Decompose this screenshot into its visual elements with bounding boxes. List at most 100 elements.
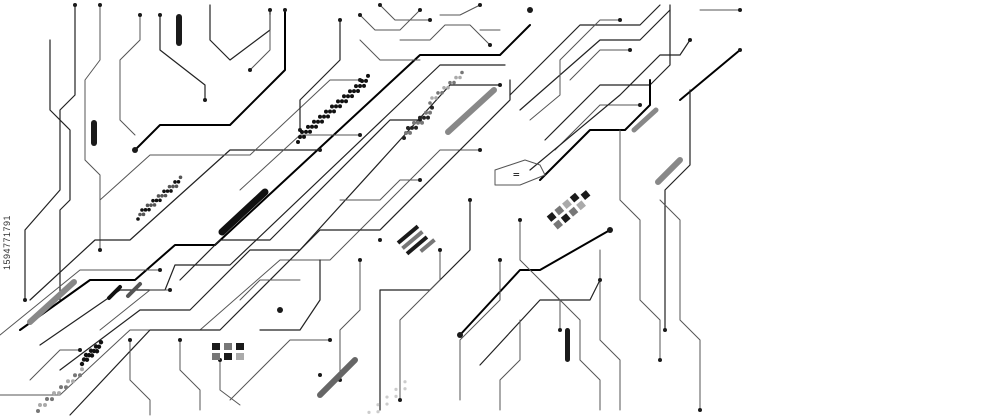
chip-glyph: = (513, 168, 520, 181)
chip-dot (428, 110, 432, 115)
chip-dot (314, 124, 318, 129)
chip-dot (426, 115, 430, 120)
chip-dot (460, 70, 464, 75)
chip-dot (406, 126, 410, 130)
chip-dot (151, 198, 155, 203)
chip-dot (336, 99, 340, 104)
chip-dot (169, 189, 173, 193)
chip-dot (59, 385, 63, 390)
chip-dot (296, 140, 300, 144)
chip-dot (149, 203, 153, 207)
chip-dot (302, 134, 306, 139)
chip-dot (78, 373, 82, 378)
chip-dot (403, 387, 407, 391)
chip-dot (454, 75, 458, 80)
chip-dot (434, 96, 438, 100)
chip-dot (174, 184, 179, 189)
chip-dot (403, 380, 407, 384)
chip-dot (394, 387, 398, 391)
chip-dot (73, 373, 77, 378)
chip-dot (402, 136, 406, 140)
chip-dot (304, 129, 308, 134)
chip-dot (176, 179, 181, 184)
chip-dot (145, 203, 150, 208)
chip-dot (154, 198, 159, 203)
chip-dot (80, 367, 84, 372)
chip-dot (436, 91, 440, 95)
chip-dot (410, 125, 414, 130)
chip-dot (147, 207, 151, 212)
dot-array-chips (36, 70, 464, 414)
chip-dot (360, 79, 364, 83)
circuit-traces (0, 4, 741, 416)
chip-dot (414, 125, 418, 130)
chip-dot (326, 114, 330, 119)
chip-dot (352, 89, 356, 94)
chip-dot (165, 189, 170, 193)
square-pad-chips (212, 190, 591, 360)
chip-dot (346, 94, 350, 99)
chip-dot (316, 119, 320, 124)
chip-dot (446, 85, 450, 90)
chip-dot (57, 391, 61, 396)
chip-dot (64, 385, 68, 390)
chip-dot (96, 344, 102, 349)
chip-dot (334, 104, 338, 109)
chip-dot (138, 212, 142, 217)
chip-dot (330, 104, 334, 109)
chip-dot (52, 391, 56, 396)
chip-dot (344, 99, 348, 104)
chip-dot (448, 80, 452, 85)
chip-dot (324, 109, 328, 114)
chip-dot (94, 349, 100, 354)
chip-dot (385, 395, 389, 399)
chip-dot (328, 109, 332, 114)
chip-dot (141, 212, 146, 217)
chip-dot (430, 96, 434, 100)
chip-dot (320, 119, 324, 124)
chip-dot (71, 379, 75, 384)
chip-dot (332, 109, 336, 114)
image-id-text: 1594771791 (2, 214, 12, 270)
chip-dot (420, 120, 424, 125)
chip-dot (43, 403, 47, 408)
chip-dot (171, 184, 175, 189)
chip-dot (416, 120, 420, 125)
chip-dot (38, 403, 42, 407)
chip-dot (440, 91, 444, 95)
chip-dot (452, 80, 456, 85)
chip-dot (300, 130, 304, 134)
chip-dot (376, 410, 380, 414)
chip-dot (366, 73, 370, 78)
chip-dot (163, 193, 168, 198)
chip-dot (298, 135, 302, 139)
chip-dot (364, 78, 368, 83)
chip-dot (66, 379, 70, 384)
chip-dot (306, 124, 310, 129)
chip-dot (458, 75, 462, 80)
chip-dot (160, 194, 164, 198)
chip-dot (424, 110, 428, 115)
chip-dot (412, 120, 416, 125)
chip-dot (45, 397, 49, 402)
chip-dot (362, 83, 366, 88)
chip-dot (318, 114, 322, 119)
chip-dot (356, 89, 360, 93)
chip-dot (310, 124, 314, 129)
chip-dot (442, 86, 446, 90)
chip-dot (348, 89, 352, 94)
chip-dot (89, 353, 95, 358)
chip-dot (152, 203, 157, 207)
terminal-dots (23, 3, 742, 412)
chip-dot (322, 114, 326, 119)
chip-dot (367, 410, 371, 414)
chip-dot (136, 217, 140, 221)
chip-dot (418, 115, 422, 120)
chip-dot (350, 94, 354, 99)
chip-dot (167, 184, 172, 189)
chip-dot (158, 198, 162, 203)
chip-dot (143, 208, 148, 212)
chip-dot (394, 394, 398, 398)
chip-dot (140, 208, 144, 212)
